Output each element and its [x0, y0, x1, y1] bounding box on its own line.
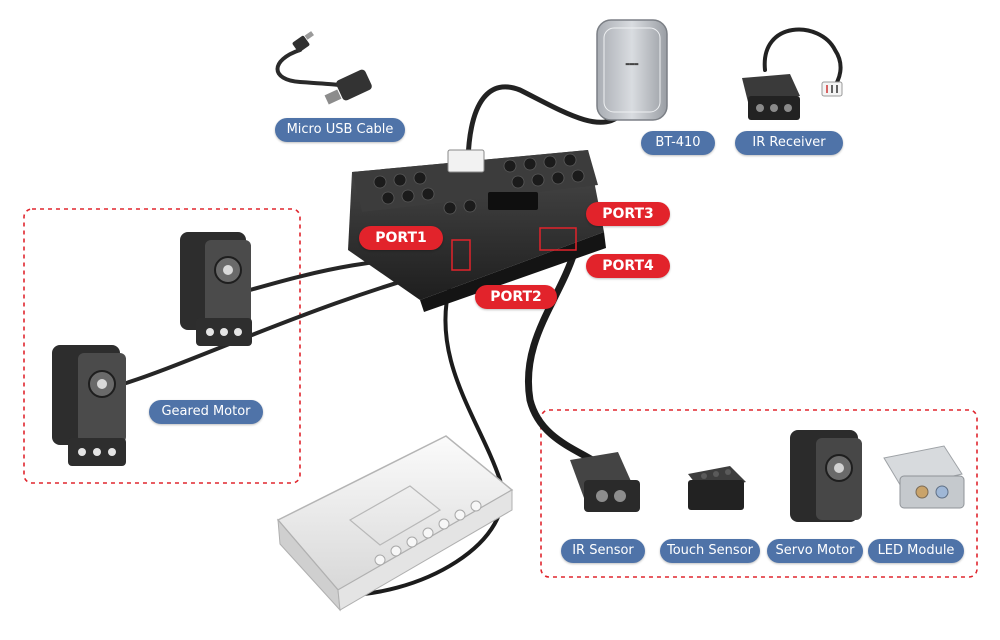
main-controller	[348, 149, 606, 312]
led-module-device	[883, 445, 965, 509]
label-micro-usb-cable: Micro USB Cable	[275, 118, 405, 142]
label-led-module: LED Module	[868, 539, 964, 563]
servo-motor-device	[790, 430, 862, 522]
geared-motor-1-device	[180, 232, 252, 346]
bt-410-logo-mark: ▬▬▬	[626, 60, 639, 68]
label-port1: PORT1	[359, 226, 443, 250]
label-port4: PORT4	[586, 254, 670, 278]
geared-motor-2-device	[52, 345, 126, 466]
label-port2: PORT2	[475, 285, 557, 309]
bt-410-cable	[465, 84, 623, 163]
label-touch-sensor: Touch Sensor	[660, 539, 760, 563]
label-ir-receiver: IR Receiver	[735, 131, 843, 155]
ir-receiver-cable	[762, 27, 843, 92]
label-ir-sensor: IR Sensor	[561, 539, 645, 563]
bt-410-module: ▬▬▬	[596, 19, 668, 121]
ir-receiver-device	[742, 74, 843, 120]
micro-usb-cable	[292, 31, 372, 105]
cables	[118, 27, 843, 598]
label-bt-410: BT-410	[641, 131, 715, 155]
geared-motor-group-border	[23, 208, 301, 484]
sensor-cable	[525, 246, 604, 469]
sensor-group-border	[540, 409, 978, 578]
label-geared-motor: Geared Motor	[149, 400, 263, 424]
battery-pack	[276, 435, 514, 612]
label-servo-motor: Servo Motor	[767, 539, 863, 563]
ir-sensor-device	[570, 452, 640, 512]
label-port3: PORT3	[586, 202, 670, 226]
touch-sensor-device	[688, 466, 746, 510]
